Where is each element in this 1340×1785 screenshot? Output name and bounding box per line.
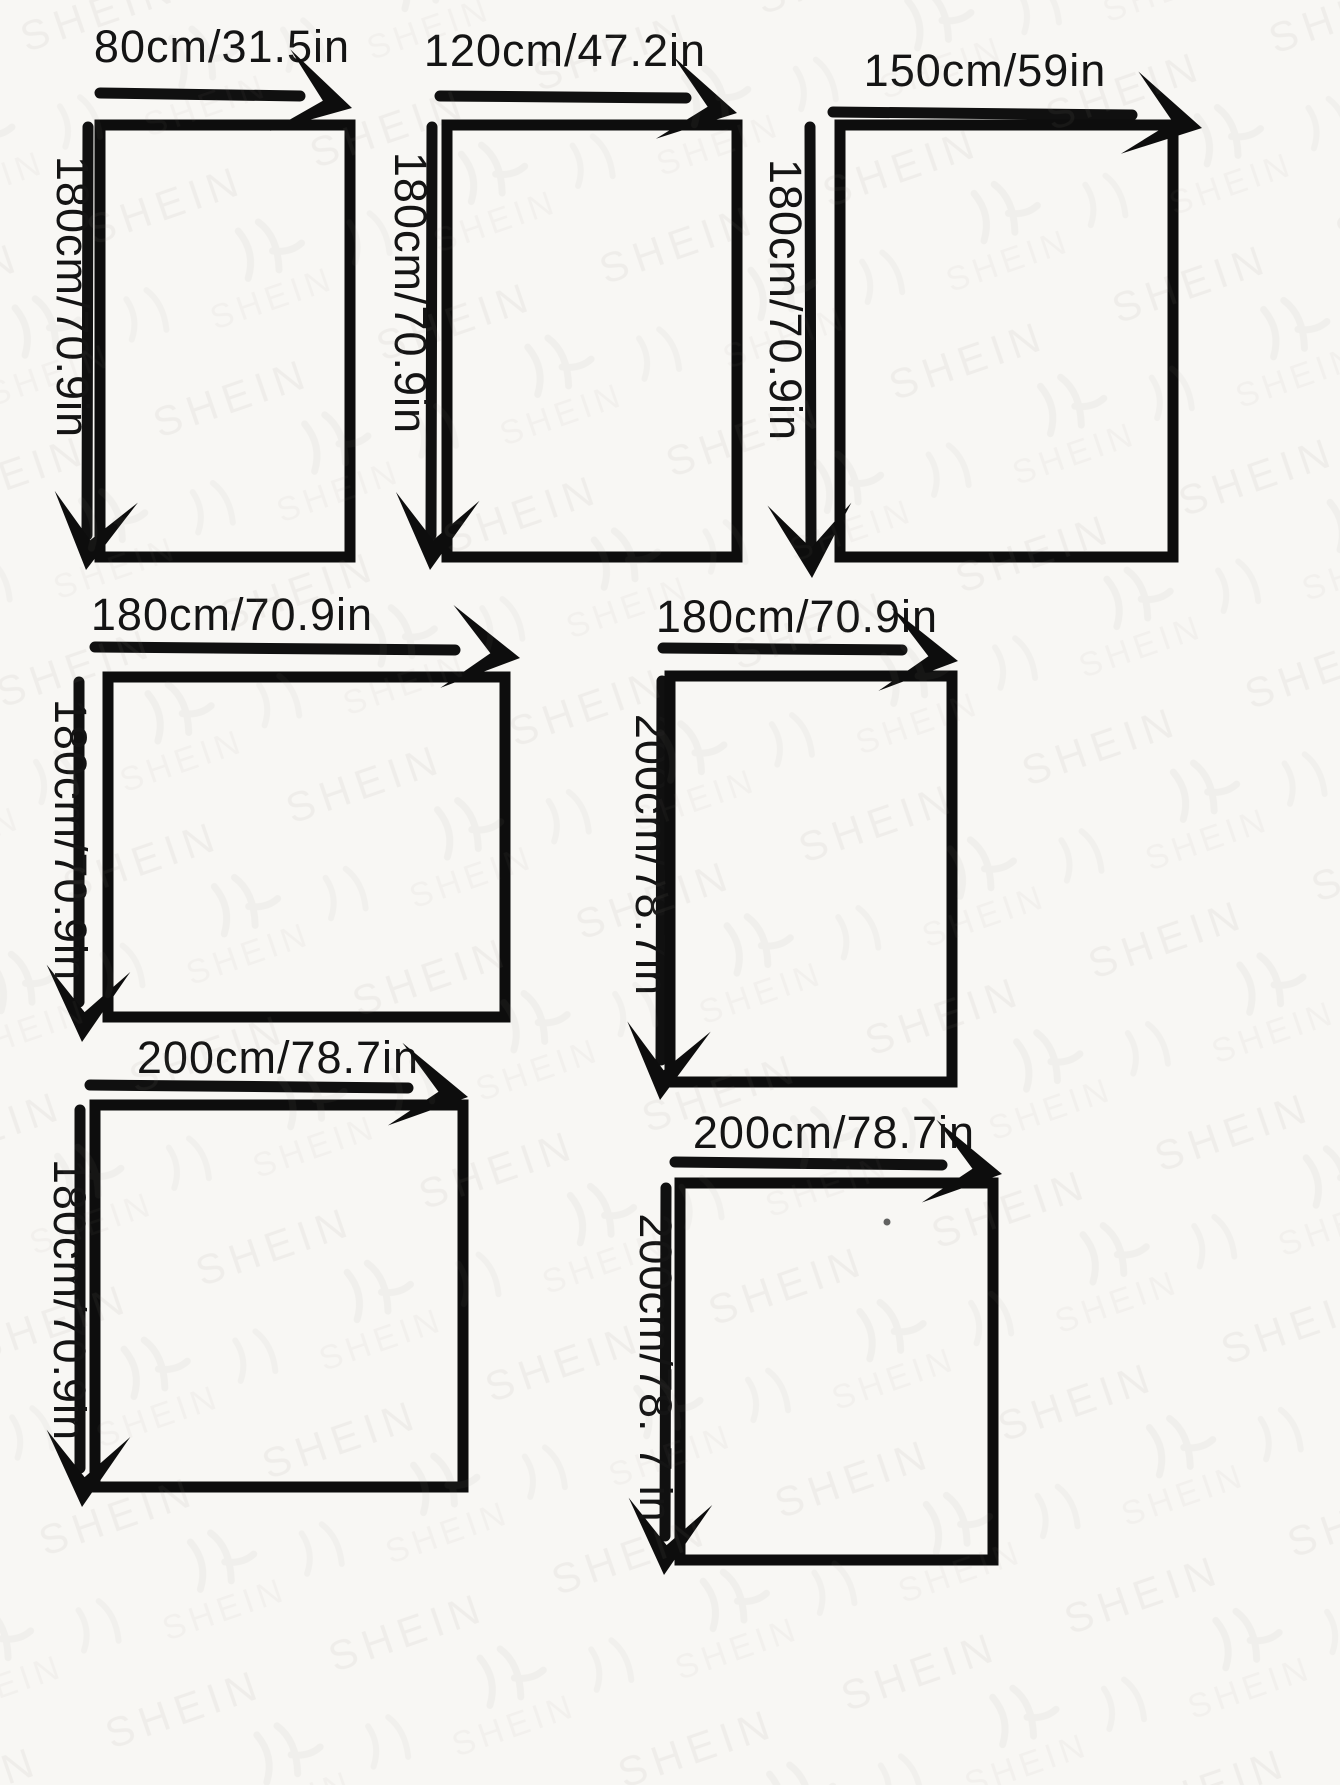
watermark-overlay — [0, 0, 1340, 1785]
size-chart-diagram: SHEIN SHEIN 80cm/31.5in 180cm/70.9in 120… — [0, 0, 1340, 1785]
diagram-canvas: SHEIN SHEIN 80cm/31.5in 180cm/70.9in 120… — [0, 0, 1340, 1785]
